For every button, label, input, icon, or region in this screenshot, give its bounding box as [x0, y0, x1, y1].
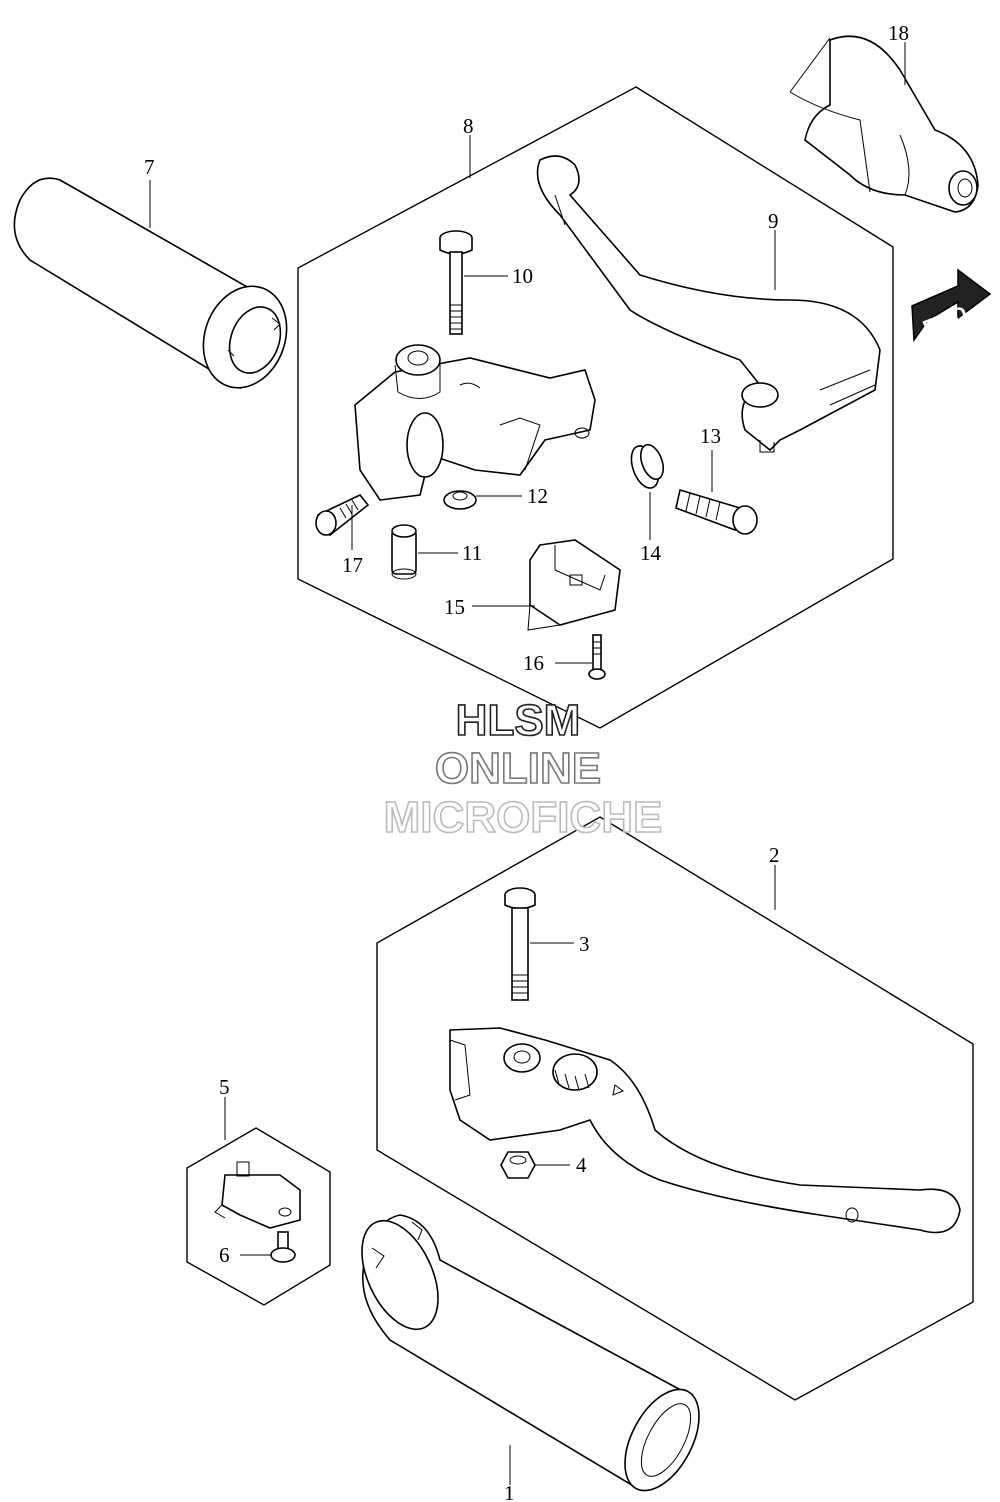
callout-7: 7	[144, 155, 155, 179]
part-18-lever-cover[interactable]	[789, 35, 979, 213]
callout-18: 18	[888, 21, 909, 45]
part-13-adjuster-bolt[interactable]	[675, 488, 758, 535]
callout-17: 17	[342, 553, 363, 577]
fwd-direction-badge: FWD	[911, 268, 992, 343]
part-10-bolt[interactable]	[439, 230, 473, 335]
callout-5: 5	[219, 1075, 230, 1099]
callout-1: 1	[504, 1481, 515, 1502]
assembly-2-outline	[376, 816, 974, 1401]
leader-lines	[149, 42, 906, 1485]
watermark-line-2: ONLINE	[435, 744, 601, 793]
callout-6: 6	[219, 1243, 230, 1267]
part-8-lever-holder[interactable]	[354, 344, 596, 501]
part-17-screw[interactable]	[315, 494, 370, 537]
callout-15: 15	[444, 595, 465, 619]
callout-13: 13	[700, 424, 721, 448]
part-4-nut[interactable]	[500, 1151, 536, 1179]
part-16-screw[interactable]	[588, 634, 606, 680]
callout-14: 14	[640, 541, 662, 565]
assembly-8-outline	[297, 86, 894, 729]
part-11-collar[interactable]	[391, 524, 417, 580]
callout-9: 9	[768, 209, 779, 233]
callout-11: 11	[462, 541, 482, 565]
watermark-line-1: HLSM	[456, 696, 581, 745]
callout-12: 12	[527, 484, 548, 508]
callout-10: 10	[512, 264, 533, 288]
watermark-line-3: MICROFICHE	[384, 793, 663, 842]
part-12-nut[interactable]	[443, 490, 477, 510]
part-7-grip[interactable]	[13, 177, 300, 399]
callout-4: 4	[576, 1153, 587, 1177]
callout-2: 2	[769, 843, 780, 867]
callout-3: 3	[579, 932, 590, 956]
part-2-brake-lever[interactable]	[449, 1027, 961, 1234]
part-9-clutch-lever[interactable]	[536, 155, 881, 453]
assembly-5-outline	[186, 1127, 331, 1306]
part-15-clutch-switch[interactable]	[527, 539, 621, 631]
callout-8: 8	[463, 114, 474, 138]
watermark: HLSM ONLINE MICROFICHE	[383, 695, 663, 843]
part-14-adjuster[interactable]	[626, 442, 667, 492]
part-6-screw[interactable]	[270, 1231, 296, 1263]
part-3-pivot-bolt[interactable]	[504, 887, 536, 1001]
part-5-brake-switch[interactable]	[214, 1161, 301, 1229]
callout-16: 16	[523, 651, 544, 675]
part-1-throttle-grip[interactable]	[346, 1209, 714, 1502]
